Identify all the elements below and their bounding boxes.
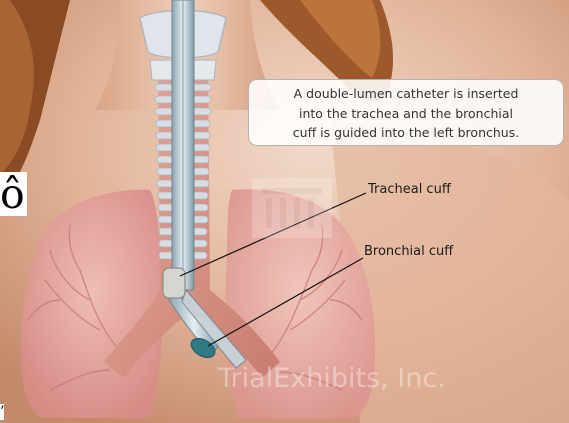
bronchial-cuff-label: Bronchial cuff bbox=[364, 244, 453, 259]
caption-box: A double-lumen catheter is inserted into… bbox=[248, 79, 564, 146]
overlay-glyph: ô bbox=[0, 172, 27, 216]
overlay-bottom-glyph: ’ bbox=[0, 404, 4, 420]
tracheal-cuff-label: Tracheal cuff bbox=[368, 182, 451, 197]
watermark-logo bbox=[252, 178, 332, 238]
watermark-text: TrialExhibits, Inc. bbox=[218, 363, 446, 394]
tracheal-cuff bbox=[163, 268, 185, 298]
